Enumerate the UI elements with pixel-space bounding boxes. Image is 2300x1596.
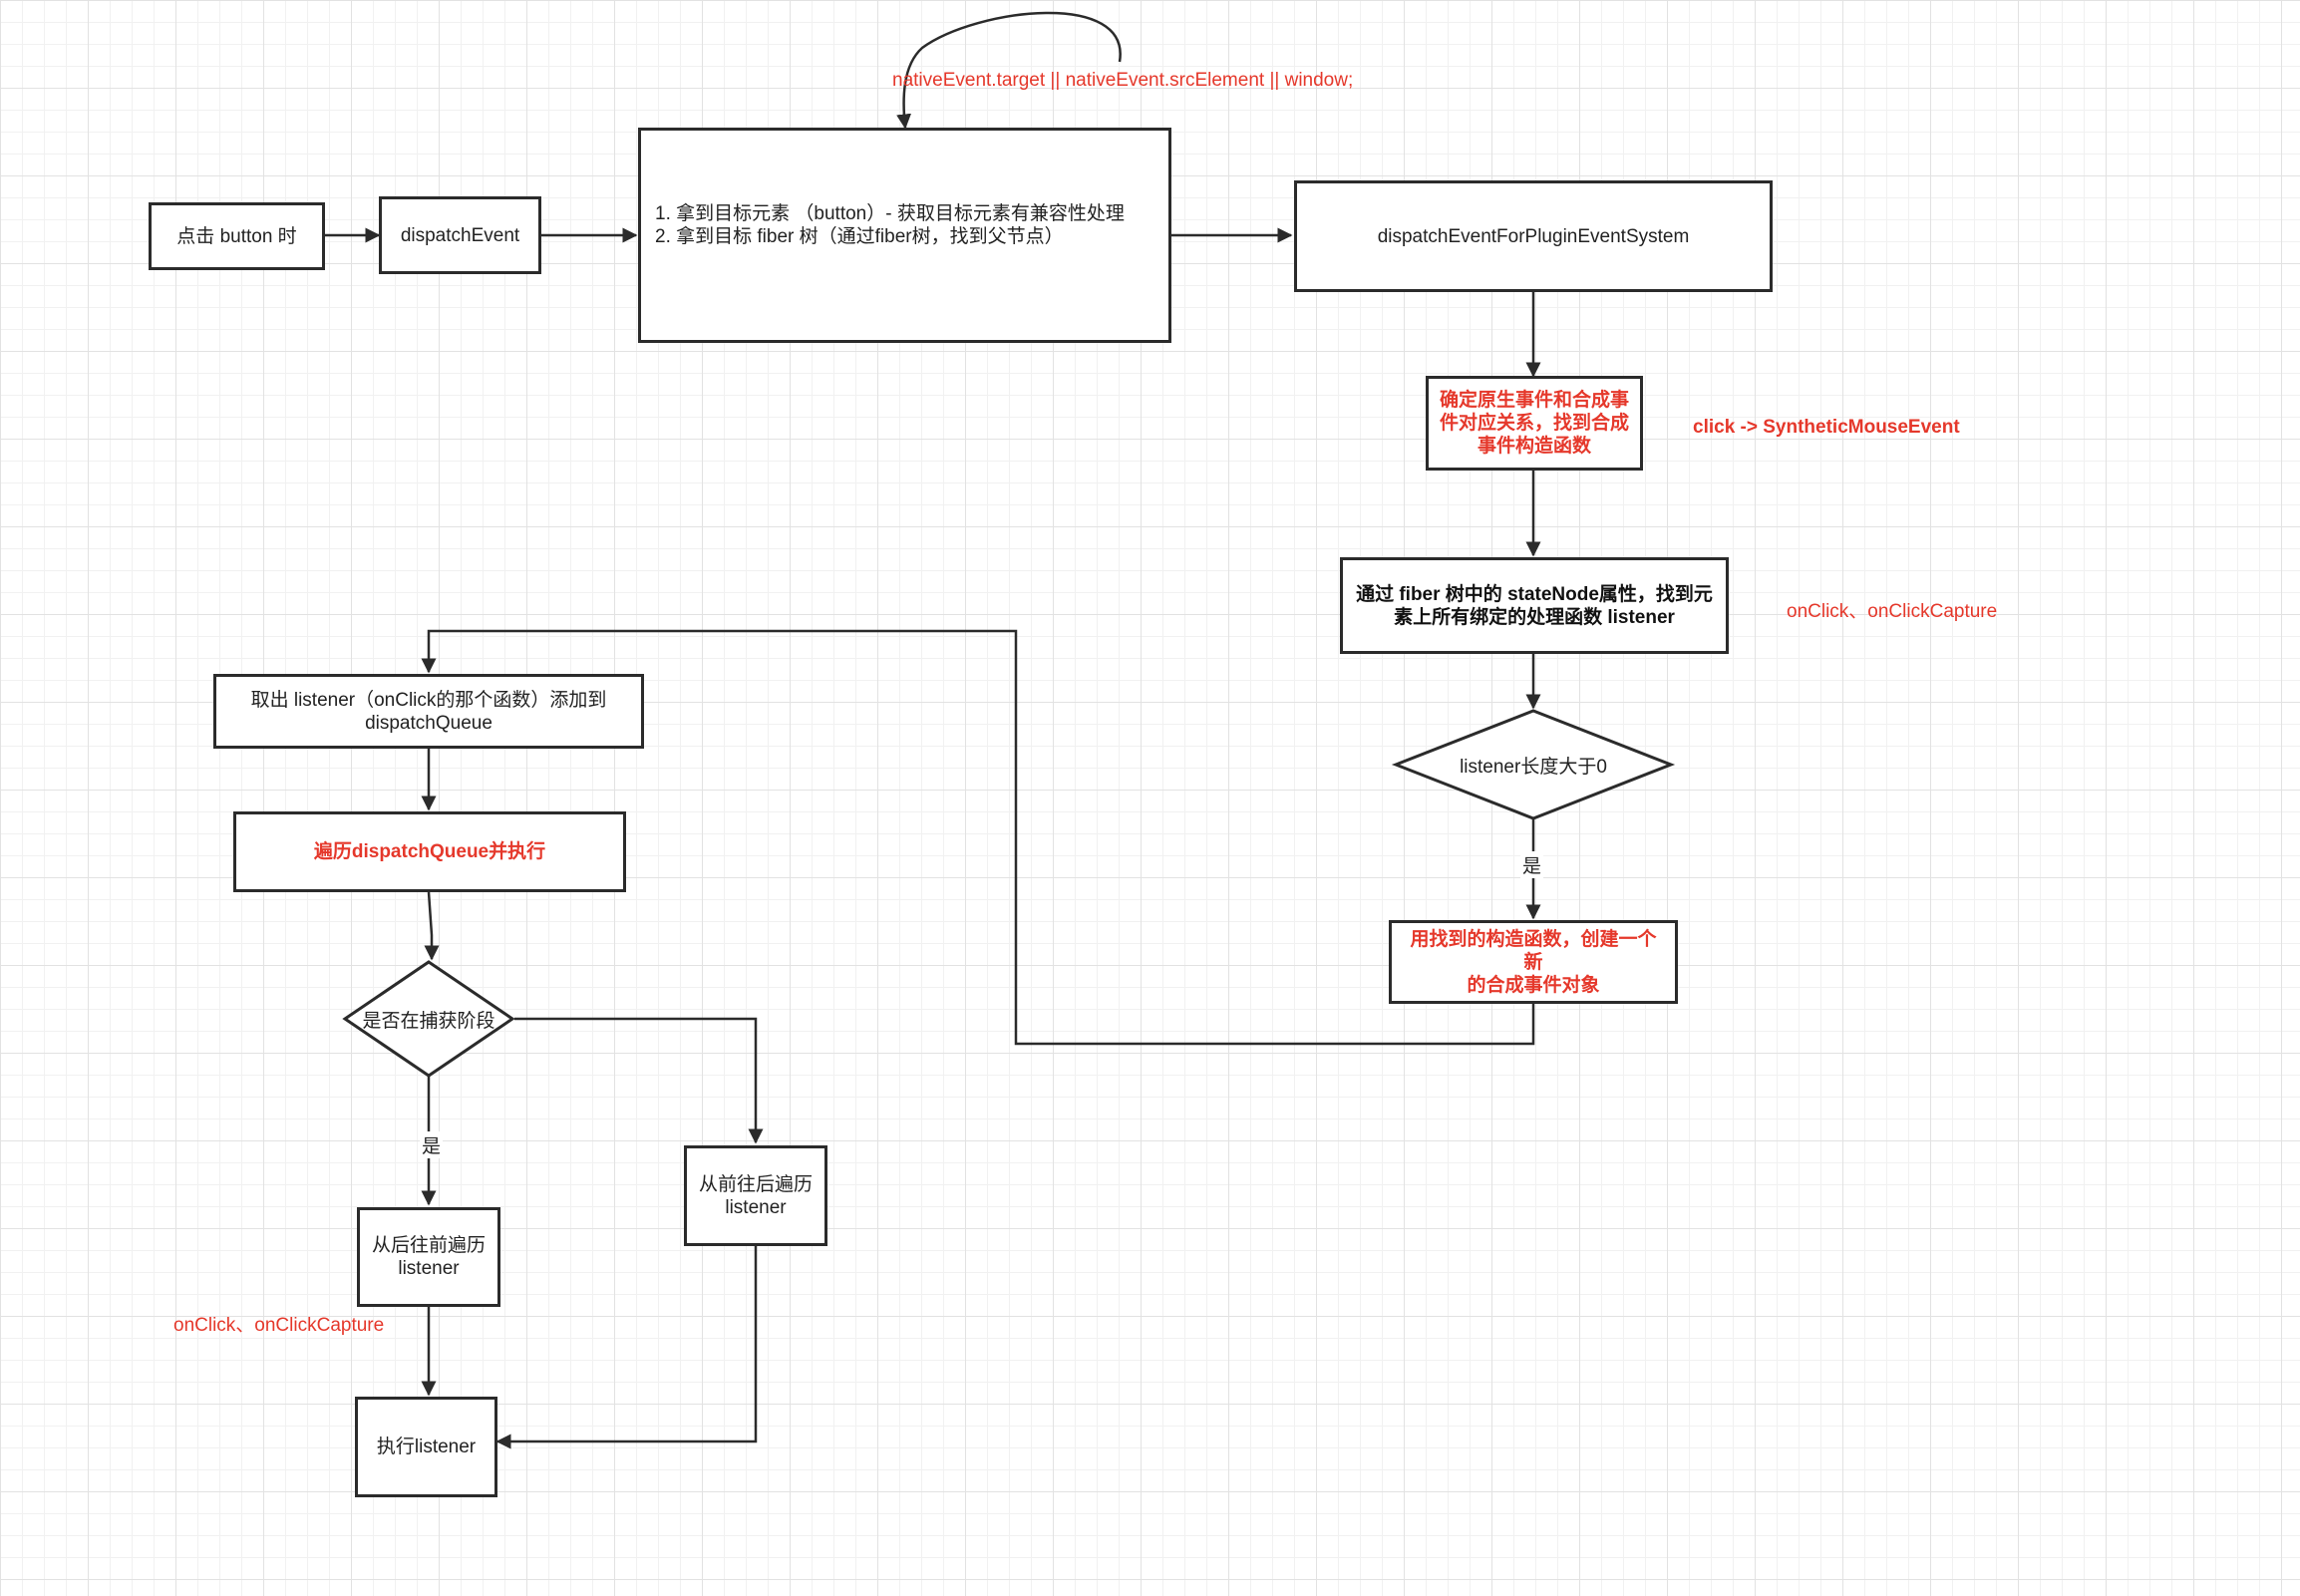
traverse-queue-node: 遍历dispatchQueue并执行 [233, 811, 626, 892]
get-target-node: 1. 拿到目标元素 （button）- 获取目标元素有兼容性处理 2. 拿到目标… [638, 128, 1171, 343]
listener-length-diamond [1391, 709, 1676, 820]
arrow-capture-to-front [514, 1017, 764, 1144]
native-target-note: nativeEvent.target || nativeEvent.srcEle… [892, 70, 1354, 91]
dispatch-event-node: dispatchEvent [379, 196, 541, 274]
back-to-front-node: 从后往前遍历 listener [357, 1207, 500, 1307]
capture-phase-diamond [342, 960, 515, 1078]
click-button-node: 点击 button 时 [149, 202, 325, 270]
find-listeners-node: 通过 fiber 树中的 stateNode属性，找到元 素上所有绑定的处理函数… [1340, 557, 1729, 654]
onclick-right-note: onClick、onClickCapture [1787, 601, 1998, 622]
determine-mapping-node: 确定原生事件和合成事 件对应关系，找到合成 事件构造函数 [1426, 376, 1643, 471]
onclick-left-note: onClick、onClickCapture [173, 1315, 385, 1336]
yes-capture-label: 是 [420, 1131, 444, 1158]
add-to-queue-node: 取出 listener（onClick的那个函数）添加到 dispatchQue… [213, 674, 644, 749]
create-synthetic-event-node: 用找到的构造函数，创建一个新 的合成事件对象 [1389, 920, 1678, 1004]
yes-length-label: 是 [1520, 851, 1544, 878]
synthetic-mouse-note: click -> SyntheticMouseEvent [1693, 417, 1960, 438]
arrow-target-self-loop [896, 11, 1122, 130]
front-to-back-node: 从前往后遍历 listener [684, 1145, 827, 1246]
execute-listener-node: 执行listener [355, 1397, 497, 1497]
plugin-system-node: dispatchEventForPluginEventSystem [1294, 180, 1773, 292]
arrow-create-to-queue [421, 629, 1535, 1046]
arrow-traverse-to-capture [424, 891, 440, 961]
arrow-front-to-execute [495, 1246, 758, 1449]
